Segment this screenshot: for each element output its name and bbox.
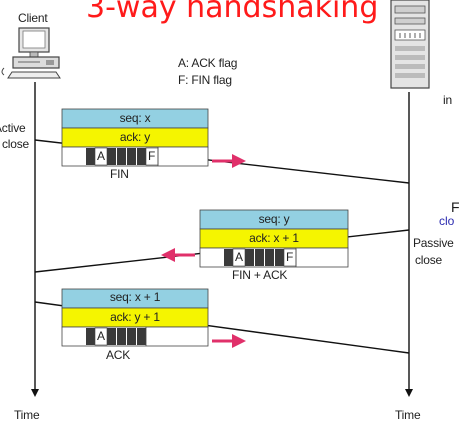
client-time-label: Time [14,408,40,422]
page-title: 3-way handshaking [86,0,379,25]
segment-ack [61,288,209,347]
seg1-ack-text: ack: y [119,130,151,144]
segment-fin [61,108,209,167]
passive-close-label-line2: close [415,253,443,267]
seg2-flag-f: F [286,250,294,264]
seg3-caption: ACK [106,348,131,362]
seg2-seq-text: seq: y [258,212,290,226]
fin-direction-arrow [212,154,246,168]
legend-fin-flag: F: FIN flag [178,73,232,87]
clipped-text-f: F [451,199,459,215]
ack-direction-arrow [212,334,246,348]
seg3-ack-text: ack: y + 1 [110,310,160,324]
segment-fin-ack [199,209,349,268]
client-computer-icon [1,27,61,79]
server-tower-icon [390,0,430,89]
active-close-label-line1: Active [0,121,26,135]
legend-ack-flag: A: ACK flag [178,56,238,70]
seg2-ack-text: ack: x + 1 [249,231,299,245]
seg3-flag-a: A [97,329,105,343]
seg1-flag-f: F [148,149,156,163]
clipped-text-clo: clo [439,214,455,228]
seg2-flag-a: A [235,250,243,264]
seg1-caption: FIN [110,167,129,181]
seg1-seq-text: seq: x [119,111,151,125]
passive-close-label-line1: Passive [413,236,454,250]
seg3-seq-text: seq: x + 1 [109,290,161,304]
server-time-label: Time [395,408,421,422]
clipped-text-in: in [443,93,452,107]
seg2-caption: FIN + ACK [232,268,288,282]
active-close-label-line2: close [2,137,30,151]
seg1-flag-a: A [97,149,105,163]
fin-ack-direction-arrow [161,248,195,262]
client-label: Client [18,11,48,25]
